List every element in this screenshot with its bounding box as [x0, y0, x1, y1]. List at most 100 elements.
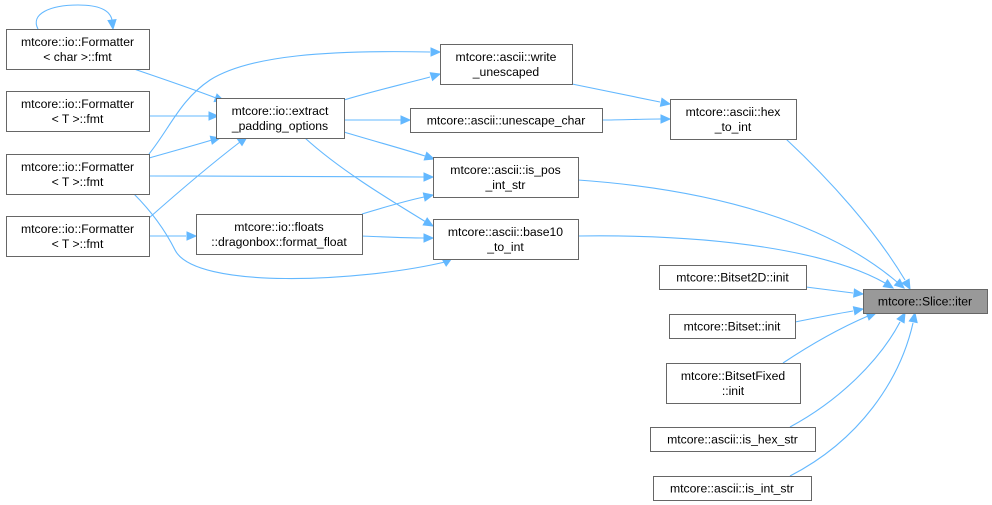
edge-line: [577, 235, 886, 284]
node-is-int[interactable]: mtcore::ascii::is_int_str: [653, 476, 812, 501]
edge-line: [133, 193, 446, 280]
node-box: [669, 314, 796, 339]
node-box: [433, 219, 579, 260]
node-label-line: mtcore::ascii::write: [456, 50, 557, 64]
node-label-line: mtcore::Slice::iter: [878, 295, 972, 309]
edge-arrowhead: [423, 172, 435, 182]
node-label-line: _unescaped: [472, 65, 539, 79]
node-extract[interactable]: mtcore::io::extract_padding_options: [216, 98, 345, 139]
node-is-pos[interactable]: mtcore::ascii::is_pos_int_str: [433, 157, 579, 198]
node-box: [6, 91, 150, 132]
edge-line: [361, 235, 425, 239]
node-bitsetfixed[interactable]: mtcore::BitsetFixed::init: [666, 363, 801, 404]
node-label-line: < char >::fmt: [43, 50, 112, 64]
edge-arrowhead: [423, 151, 436, 161]
edge-line: [789, 321, 901, 428]
node-hex-to-int[interactable]: mtcore::ascii::hex_to_int: [670, 99, 797, 140]
node-fmt-char[interactable]: mtcore::io::Formatter< char >::fmt: [6, 29, 150, 70]
edge-extract-to-write_unesc: [343, 72, 442, 101]
nodes-layer: mtcore::io::Formatter< char >::fmtmtcore…: [6, 29, 988, 501]
node-label-line: mtcore::io::floats: [234, 220, 323, 234]
node-label-line: mtcore::BitsetFixed: [681, 369, 785, 383]
edge-arrowhead: [853, 288, 865, 298]
node-label-line: _padding_options: [231, 119, 328, 133]
node-bitset2d[interactable]: mtcore::Bitset2D::init: [659, 265, 807, 290]
node-box: [863, 289, 988, 314]
edge-line: [785, 138, 906, 281]
node-label-line: mtcore::ascii::is_pos: [450, 163, 560, 177]
edge-arrowhead: [659, 97, 672, 107]
edge-arrowhead: [422, 217, 435, 227]
node-label-line: mtcore::io::Formatter: [21, 97, 134, 111]
edge-arrowhead: [107, 19, 117, 31]
node-box: [650, 427, 816, 452]
edge-arrowhead: [208, 111, 220, 121]
node-format-float[interactable]: mtcore::io::floats::dragonbox::format_fl…: [196, 214, 363, 255]
edge-line: [148, 175, 425, 178]
node-box: [6, 29, 150, 70]
node-box: [433, 157, 579, 198]
node-label-line: mtcore::ascii::hex: [686, 105, 781, 119]
node-box: [410, 108, 603, 133]
edge-arrowhead: [852, 306, 865, 316]
edge-arrowhead: [882, 278, 895, 289]
edge-arrowhead: [901, 278, 911, 291]
node-bitset[interactable]: mtcore::Bitset::init: [669, 314, 796, 339]
node-fmt-t2[interactable]: mtcore::io::Formatter< T >::fmt: [6, 154, 150, 195]
edge-arrowhead: [896, 311, 906, 324]
node-box: [440, 44, 573, 85]
edge-line: [148, 51, 431, 155]
edge-extract-to-is_pos: [343, 131, 436, 161]
edge-arrowhead: [908, 311, 918, 324]
edge-line: [577, 179, 898, 283]
edge-arrowhead: [400, 115, 412, 125]
node-iter[interactable]: mtcore::Slice::iter: [863, 289, 988, 314]
node-box: [6, 154, 150, 195]
edge-fmt_t2-to-write_unesc: [148, 47, 442, 155]
node-fmt-t3[interactable]: mtcore::io::Formatter< T >::fmt: [6, 216, 150, 257]
node-label-line: mtcore::ascii::is_hex_str: [667, 433, 798, 447]
edge-line: [601, 118, 662, 121]
edge-format_float-to-is_pos: [361, 192, 435, 215]
node-label-line: _to_int: [486, 240, 524, 254]
edge-line: [782, 315, 869, 364]
edge-line: [571, 83, 661, 103]
edge-line: [789, 322, 914, 477]
edge-fmt_t1-to-extract: [148, 111, 220, 121]
edge-is_pos-to-iter: [577, 179, 905, 289]
node-box: [196, 214, 363, 255]
edge-arrowhead: [660, 114, 672, 124]
node-label-line: ::init: [722, 384, 745, 398]
edge-hex_to_int-to-iter: [785, 138, 911, 291]
node-unesc-char[interactable]: mtcore::ascii::unescape_char: [410, 108, 603, 133]
node-is-hex[interactable]: mtcore::ascii::is_hex_str: [650, 427, 816, 452]
edge-line: [133, 68, 217, 99]
edge-format_float-to-base10: [361, 233, 435, 243]
edge-fmt_t2-to-is_pos: [148, 172, 435, 182]
edge-is_int-to-iter: [789, 311, 918, 477]
edge-arrowhead: [422, 192, 435, 202]
node-label-line: _int_str: [485, 178, 526, 192]
node-label-line: mtcore::io::extract: [232, 104, 329, 118]
node-base10[interactable]: mtcore::ascii::base10_to_int: [433, 219, 579, 260]
node-label-line: mtcore::ascii::is_int_str: [670, 482, 794, 496]
edge-fmt_t3-to-extract: [148, 136, 249, 219]
node-fmt-t1[interactable]: mtcore::io::Formatter< T >::fmt: [6, 91, 150, 132]
node-label-line: mtcore::ascii::base10: [448, 225, 563, 239]
edge-line: [805, 286, 854, 294]
edge-bitsetfixed-to-iter: [782, 311, 878, 364]
edge-base10-to-iter: [577, 235, 895, 289]
node-box: [6, 216, 150, 257]
edge-is_hex-to-iter: [789, 311, 906, 428]
edge-line: [343, 76, 431, 101]
edge-arrowhead: [186, 231, 198, 241]
edge-arrowhead: [893, 278, 905, 289]
edge-line: [343, 131, 426, 157]
edge-line: [304, 137, 427, 223]
edge-arrowhead: [429, 72, 442, 82]
edge-line: [148, 141, 241, 219]
node-box: [666, 363, 801, 404]
node-box: [653, 476, 812, 501]
node-write-unesc[interactable]: mtcore::ascii::write_unescaped: [440, 44, 573, 85]
